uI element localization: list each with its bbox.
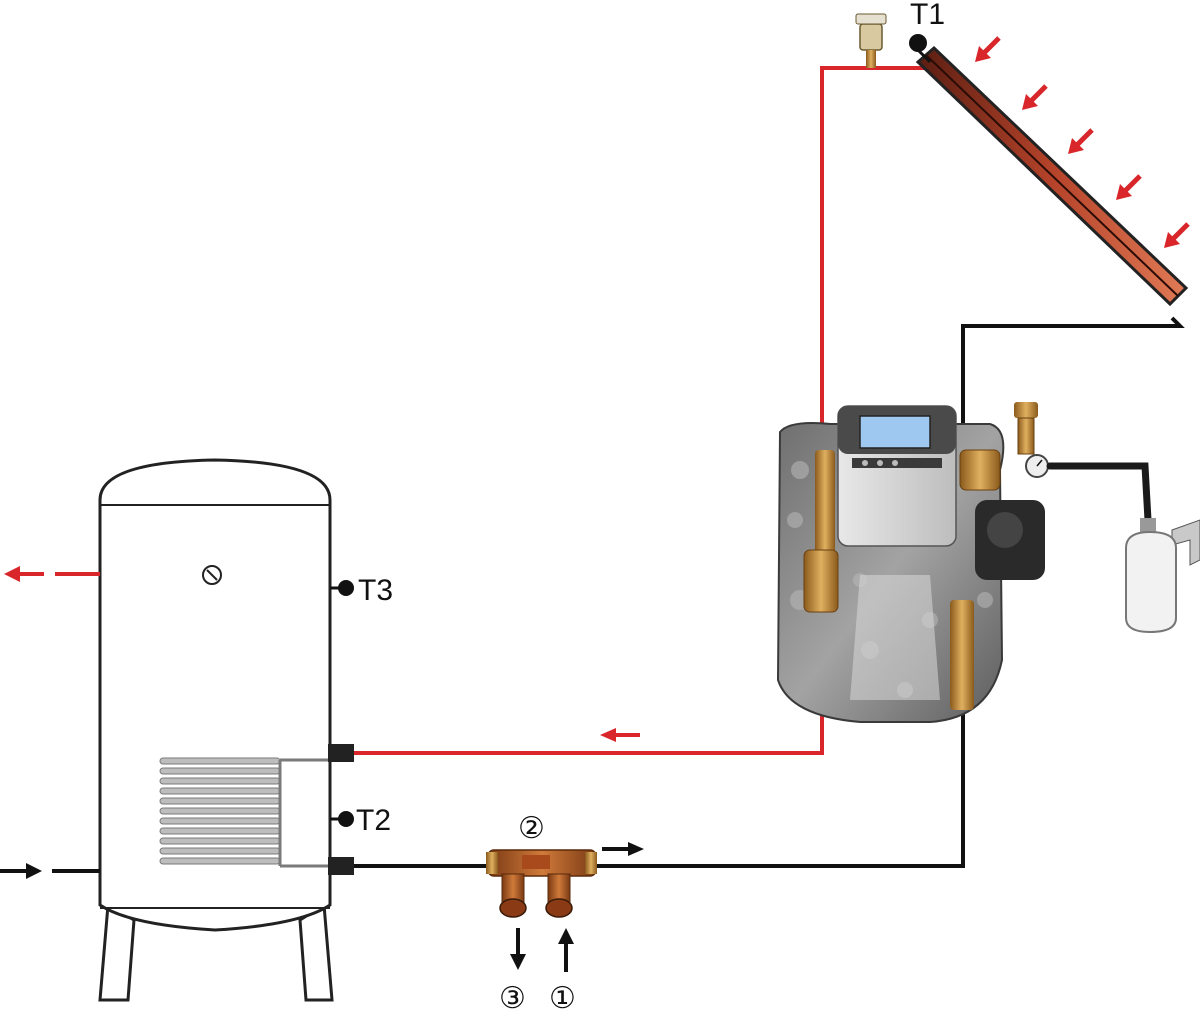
solar-controller bbox=[837, 405, 957, 547]
storage-tank bbox=[98, 458, 334, 1002]
pressure-gauge bbox=[1025, 454, 1049, 478]
coil-loop bbox=[159, 777, 281, 785]
solar-collector-panel bbox=[915, 45, 1189, 307]
port-3-outflow-arrow bbox=[510, 928, 526, 970]
hot-flow-direction-arrow bbox=[600, 728, 640, 742]
coil-loop bbox=[159, 787, 281, 795]
coil-connector bbox=[278, 758, 328, 868]
port-1-inflow-arrow bbox=[558, 928, 574, 972]
sensor-t3-label: T3 bbox=[358, 574, 393, 607]
port-2-label: ② bbox=[518, 811, 545, 846]
sensor-t1-label: T1 bbox=[910, 0, 945, 31]
cold-return-pipe bbox=[352, 316, 1185, 868]
coil-outlet-fitting bbox=[328, 857, 354, 875]
sun-ray-arrow bbox=[1068, 128, 1094, 154]
air-vent bbox=[855, 13, 887, 68]
sensor-t3: T3 bbox=[330, 574, 393, 607]
sensor-t2-label: T2 bbox=[356, 804, 391, 837]
manifold-valve bbox=[486, 849, 597, 918]
sun-ray-arrow bbox=[1164, 222, 1190, 248]
safety-valve bbox=[1014, 402, 1038, 455]
sun-ray-arrow bbox=[1116, 174, 1142, 200]
heat-exchanger-coil bbox=[159, 757, 328, 868]
coil-loop bbox=[159, 767, 281, 775]
cold-flow-direction-arrow bbox=[602, 842, 644, 856]
coil-loop bbox=[159, 857, 281, 865]
expansion-vessel bbox=[1125, 518, 1177, 634]
coil-loop bbox=[159, 797, 281, 805]
sun-ray-arrow bbox=[975, 36, 1001, 62]
sun-ray-arrows bbox=[975, 36, 1190, 248]
port-1-label: ① bbox=[549, 981, 576, 1013]
coil-loop bbox=[159, 757, 281, 765]
coil-loop bbox=[159, 837, 281, 845]
tank-gauge-icon bbox=[202, 565, 222, 585]
cold-water-inlet-arrow bbox=[0, 863, 100, 879]
hot-water-outlet-arrow bbox=[4, 566, 100, 582]
expansion-vessel-hose bbox=[1046, 462, 1152, 524]
coil-loop bbox=[159, 847, 281, 855]
hot-flow-pipe bbox=[352, 66, 935, 755]
coil-inlet-fitting bbox=[328, 744, 354, 762]
sun-ray-arrow bbox=[1022, 84, 1048, 110]
port-3-label: ③ bbox=[499, 981, 526, 1013]
coil-loop bbox=[159, 817, 281, 825]
coil-loop bbox=[159, 827, 281, 835]
sensor-t1: T1 bbox=[909, 0, 945, 64]
sensor-t2: T2 bbox=[330, 804, 391, 837]
coil-loop bbox=[159, 807, 281, 815]
